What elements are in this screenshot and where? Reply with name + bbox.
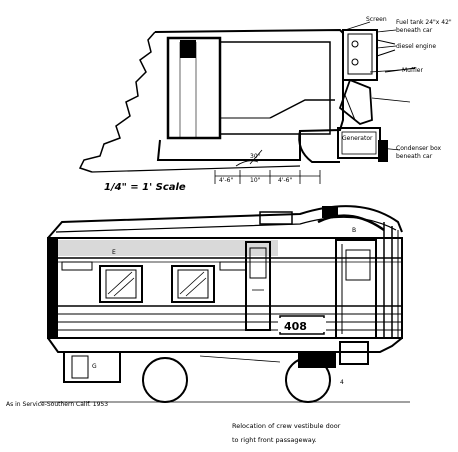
end-letter-b: B: [352, 227, 356, 234]
label-e: E: [112, 249, 116, 256]
dimension-lines: [214, 149, 321, 184]
wheel-front-left: [142, 357, 188, 403]
callout-leaders: [344, 21, 401, 151]
screen-label: Screen: [366, 16, 387, 23]
caption-line-2: to right front passageway.: [232, 436, 317, 444]
diesel-engine: [342, 29, 378, 81]
condenser-box-label: Condenser box: [396, 145, 441, 152]
fuel-tank-location-label: beneath car: [396, 27, 433, 34]
dimension-label-2: 10": [250, 177, 261, 184]
muffler: [338, 78, 373, 126]
condenser-box: [378, 140, 388, 162]
dimension-label-3: 4'-6": [278, 177, 292, 184]
angle-label: 30°: [250, 153, 261, 160]
fuel-tank-label: Fuel tank 24"x 42": [396, 19, 452, 26]
floor-plan: [78, 21, 416, 184]
underframe: [47, 337, 403, 353]
label-4: 4: [340, 379, 344, 386]
diesel-engine-label: diesel engine: [396, 43, 436, 50]
engine-room: [219, 41, 331, 135]
window-1: [99, 265, 143, 303]
generator-box: [337, 127, 381, 159]
scale-label: 1/4" = 1' Scale: [104, 182, 186, 193]
generator-label: Generator: [342, 135, 373, 142]
plan-nose: [298, 130, 340, 163]
vestibule-door: [245, 241, 271, 331]
front-vestibule: [335, 239, 377, 339]
side-elevation: [40, 205, 410, 403]
car-roof: [47, 205, 403, 239]
credit-line: As in Service-Southern Calif. 1953: [6, 401, 108, 408]
dimension-label-1: 4'-6": [219, 177, 233, 184]
plan-outline: [154, 28, 344, 161]
roof-hatch: [259, 211, 293, 225]
window-2: [171, 265, 215, 303]
label-g: G: [92, 363, 97, 370]
left-end: [48, 238, 58, 338]
bulkhead-block: [180, 40, 196, 58]
muffler-label: Muffler: [402, 67, 423, 74]
plan-torn-edge: [78, 31, 156, 173]
car-number: 408: [284, 320, 307, 333]
condenser-location-label: beneath car: [396, 153, 433, 160]
caption-line-1: Relocation of crew vestibule door: [232, 422, 341, 430]
plan-bottom-line: [91, 165, 301, 173]
